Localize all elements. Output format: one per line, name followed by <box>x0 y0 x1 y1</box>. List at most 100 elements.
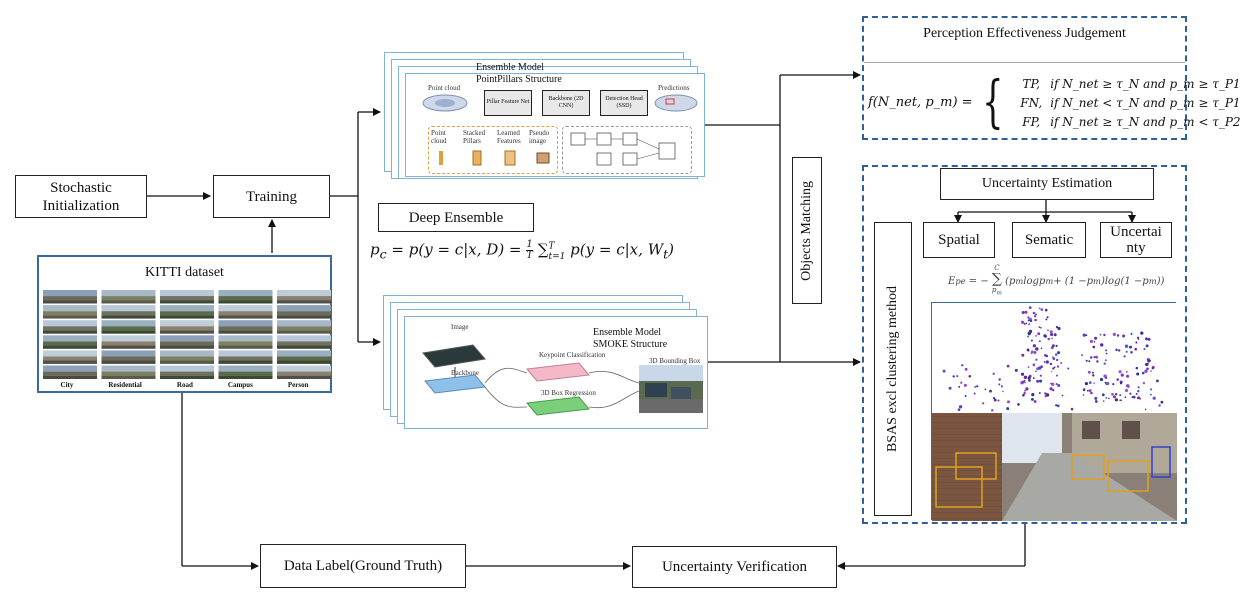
lidar-point <box>1028 329 1033 334</box>
lidar-point <box>1029 319 1033 323</box>
kitti-thumb-road <box>160 360 214 364</box>
kitti-thumb-road <box>101 330 156 334</box>
lidar-point <box>1031 393 1035 397</box>
lidar-point <box>1036 379 1040 383</box>
lidar-point <box>1056 365 1060 368</box>
pp-predictions-label: Predictions <box>658 84 690 92</box>
lidar-point <box>1049 387 1053 391</box>
lidar-point <box>1057 326 1061 331</box>
lidar-point <box>1114 398 1118 402</box>
lidar-point <box>1094 396 1098 400</box>
lidar-point <box>1043 334 1047 338</box>
pp-backbone-label: Backbone (2D CNN) <box>548 95 584 109</box>
case-tp-label: TP, <box>1022 76 1040 91</box>
pp-backbone-detail-panel <box>562 126 692 174</box>
kitti-thumb-sky <box>218 350 273 357</box>
lidar-point <box>1035 313 1037 316</box>
lidar-point <box>992 397 996 400</box>
kitti-thumb-sky <box>218 335 273 342</box>
lidar-point <box>993 398 997 402</box>
pp-predictions-icon <box>654 94 698 112</box>
kitti-thumb-scene <box>101 356 156 361</box>
lidar-point <box>1137 386 1140 389</box>
lidar-point <box>957 408 961 411</box>
kitti-thumb-scene <box>101 311 156 316</box>
kitti-thumb-road <box>160 315 214 319</box>
lidar-point <box>1093 340 1096 343</box>
smoke-bbox-label: 3D Bounding Box <box>649 357 701 365</box>
lidar-point <box>1035 335 1037 337</box>
kitti-thumb-sky <box>43 365 97 372</box>
lidar-point <box>1135 393 1138 395</box>
lidar-point <box>1055 326 1059 329</box>
lidar-point <box>1067 367 1070 370</box>
kitti-thumb-road <box>277 360 331 364</box>
lidar-point <box>1043 361 1046 363</box>
lidar-point <box>1086 389 1089 392</box>
kitti-thumb-road <box>43 300 97 304</box>
lidar-point <box>1146 362 1149 365</box>
lidar-point <box>973 392 976 395</box>
lidar-point <box>998 378 1001 381</box>
kitti-thumb-sky <box>43 305 97 312</box>
lidar-point <box>1096 360 1099 363</box>
lidar-point <box>976 385 979 388</box>
pp-detection-head: Detection Head (SSD) <box>600 90 648 116</box>
lidar-point <box>1135 366 1138 370</box>
lidar-point <box>1021 311 1025 314</box>
smoke-keypoint-label: Keypoint Classification <box>539 351 606 359</box>
lidar-point <box>1044 395 1047 398</box>
lidar-point <box>1047 337 1051 341</box>
semantic-label: Sematic <box>1024 232 1074 248</box>
kitti-thumb-road <box>277 375 331 379</box>
uncertainty-estimation-box: Uncertainty Estimation <box>940 168 1154 200</box>
lidar-point <box>1032 377 1035 379</box>
kitti-thumb-sky <box>101 320 156 327</box>
lidar-point <box>1025 387 1029 391</box>
kitti-thumb-scene <box>43 296 97 301</box>
kitti-thumb-road <box>160 375 214 379</box>
semantic-box: Sematic <box>1012 222 1086 258</box>
lidar-point <box>1035 358 1038 361</box>
kitti-thumb-road <box>43 330 97 334</box>
lidar-point <box>1120 373 1124 377</box>
lidar-point <box>1007 400 1010 404</box>
lidar-point <box>1101 393 1105 397</box>
case-fp-label: FP, <box>1022 114 1041 129</box>
lidar-point <box>1057 351 1061 355</box>
lidar-point <box>1037 332 1041 336</box>
lidar-point <box>1099 377 1104 382</box>
lidar-point <box>1028 323 1031 326</box>
lidar-point <box>1021 320 1024 323</box>
kitti-thumb-sky <box>101 335 156 342</box>
lidar-point <box>1021 380 1025 384</box>
kitti-thumb-road <box>218 315 273 319</box>
lidar-point <box>1070 407 1074 411</box>
kitti-thumb-sky <box>43 335 97 342</box>
lidar-point <box>1046 316 1049 319</box>
kitti-thumb-scene <box>43 326 97 331</box>
kitti-thumb-road <box>101 345 156 349</box>
lidar-point <box>1023 375 1028 379</box>
lidar-point <box>1102 400 1105 402</box>
kitti-thumb-sky <box>218 290 273 297</box>
kitti-thumbnails <box>43 290 331 379</box>
lidar-point <box>1025 322 1028 325</box>
pp-point-cloud-icon <box>422 94 468 112</box>
lidar-point <box>1033 400 1037 403</box>
kitti-thumb-road <box>277 315 331 319</box>
kitti-thumb-sky <box>277 365 331 372</box>
kitti-category-person: Person <box>287 381 309 389</box>
lidar-point <box>952 375 955 378</box>
kitti-thumb-scene <box>218 311 273 316</box>
pp-pillar-label: Pillar Feature Net <box>486 99 530 106</box>
lidar-point <box>982 402 985 405</box>
smoke-image-label: Image <box>451 323 469 331</box>
data-label-text: Data Label(Ground Truth) <box>283 558 443 574</box>
lidar-point <box>1160 400 1164 404</box>
lidar-point <box>1006 407 1010 411</box>
lidar-point <box>1022 394 1025 397</box>
kitti-thumb-road <box>218 345 273 349</box>
lidar-point <box>997 399 1000 402</box>
objects-matching-label: Objects Matching <box>798 180 814 281</box>
